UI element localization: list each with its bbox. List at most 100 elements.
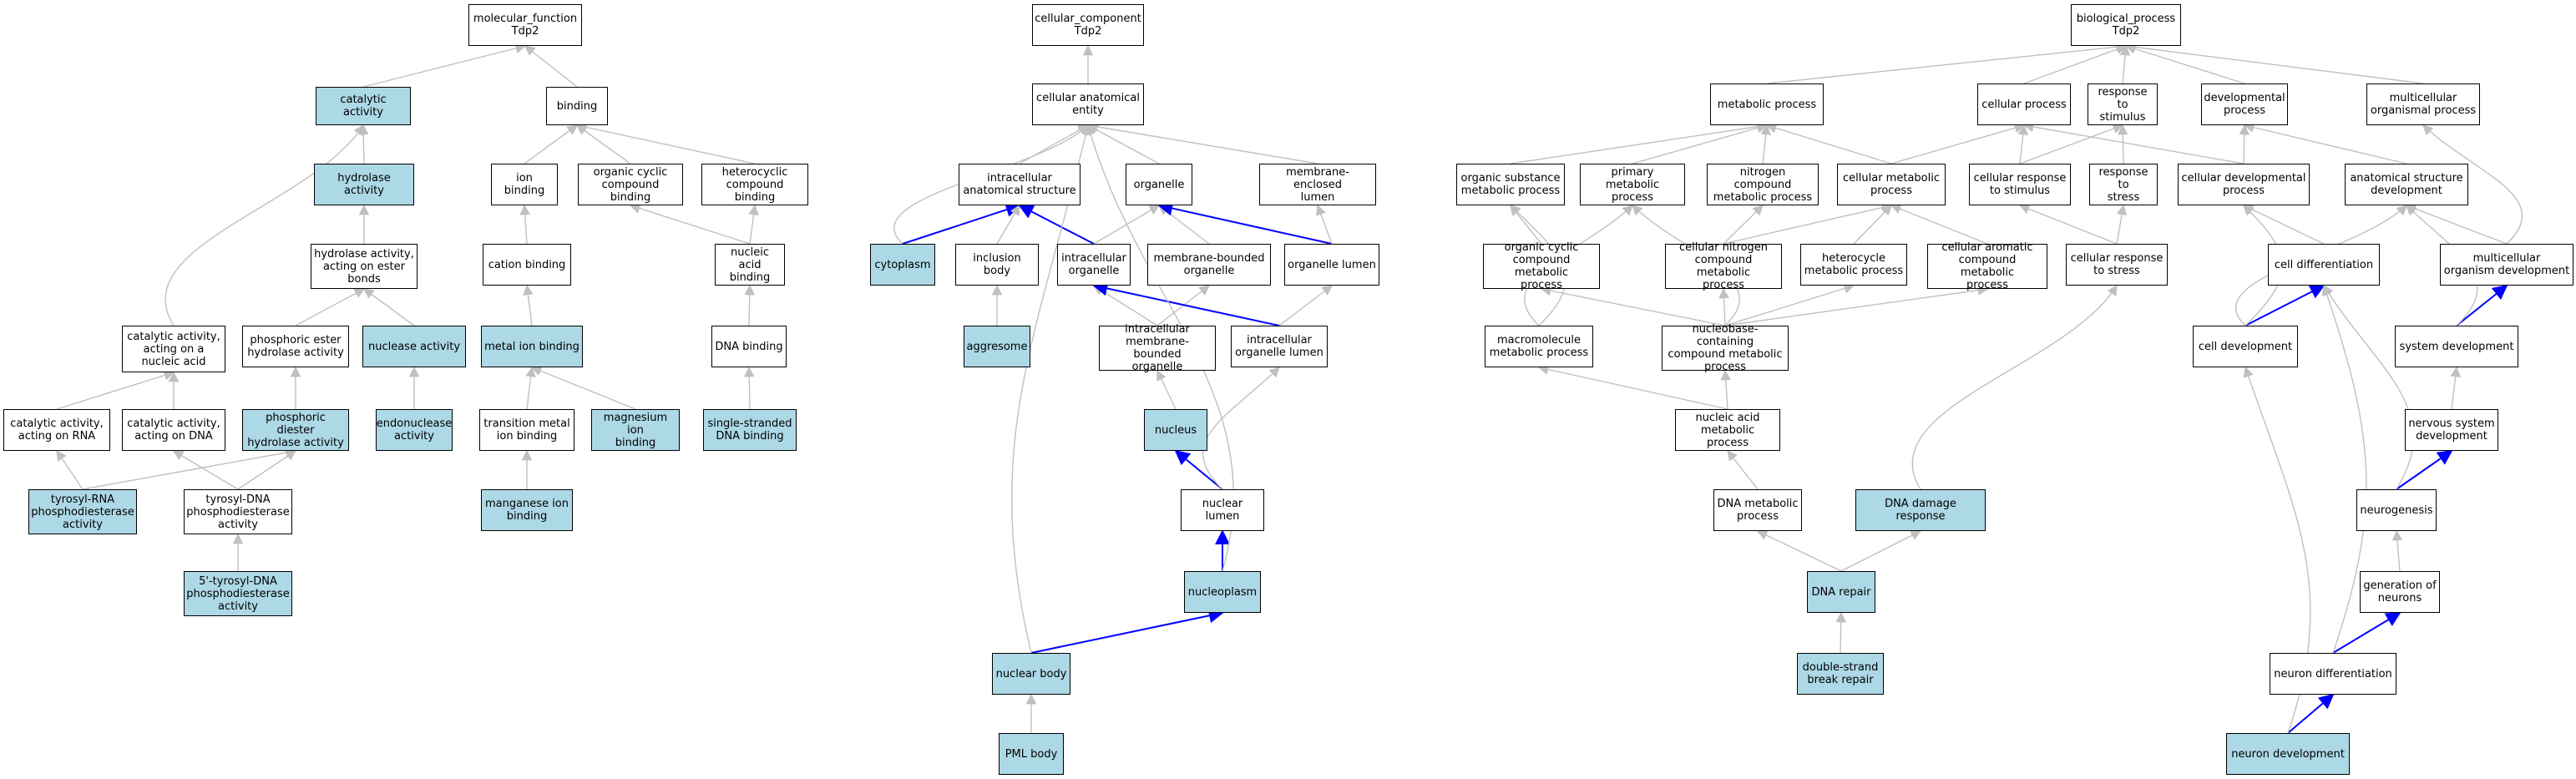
node-ionbinding[interactable]: ion binding [491, 164, 558, 205]
node-nuclumen[interactable]: nuclear lumen [1181, 489, 1264, 531]
node-orgcyclic[interactable]: organic cyclic compound metabolic proces… [1483, 241, 1600, 291]
node-neurondev[interactable]: neuron development [2226, 733, 2350, 775]
edge-ionbinding-to-binding [524, 124, 579, 164]
node-cellmetab[interactable]: cellular metabolic process [1837, 164, 1946, 205]
node-nucbody[interactable]: nuclear body [992, 653, 1070, 695]
node-catalytic[interactable]: catalytic activity [316, 87, 411, 125]
node-multicellular[interactable]: multicellular organismal process [2366, 83, 2480, 125]
node-phosphodiester[interactable]: phosphoric diester hydrolase activity [242, 409, 349, 451]
node-respstim[interactable]: response to stimulus [2088, 83, 2158, 125]
edge-cellnitrogen-to-nitrogen [1723, 205, 1764, 245]
node-cytoplasm[interactable]: cytoplasm [870, 244, 935, 286]
node-inclusion[interactable]: inclusion body [955, 244, 1039, 286]
node-celldev[interactable]: cellular developmental process [2178, 164, 2310, 205]
node-hydrolaseester[interactable]: hydrolase activity, acting on ester bond… [311, 244, 418, 289]
node-neurogenesis[interactable]: neurogenesis [2356, 489, 2437, 531]
node-anatdev[interactable]: anatomical structure development [2345, 164, 2468, 205]
node-ias[interactable]: intracellular anatomical structure [959, 164, 1081, 205]
node-manganese[interactable]: manganese ion binding [481, 489, 573, 531]
node-respstress[interactable]: response to stress [2089, 164, 2158, 205]
node-endonuclease[interactable]: endonuclease activity [376, 409, 453, 451]
edge-dsb-to-dnarepair [1835, 611, 1847, 654]
node-magnesium[interactable]: magnesium ion binding [591, 409, 680, 451]
node-macromol[interactable]: macromolecule metabolic process [1485, 326, 1593, 367]
node-nuclease[interactable]: nuclease activity [362, 326, 466, 367]
node-tyrrna[interactable]: tyrosyl-RNA phosphodiesterase activity [28, 489, 137, 534]
node-dnabinding[interactable]: DNA binding [711, 326, 787, 367]
node-organelle[interactable]: organelle [1126, 164, 1192, 205]
edge-cellresp-to-respstim [2019, 124, 2124, 164]
node-melumen[interactable]: membrane-enclosed lumen [1259, 164, 1376, 205]
node-phosphoricester[interactable]: phosphoric ester hydrolase activity [242, 326, 349, 367]
node-binding[interactable]: binding [546, 87, 608, 125]
edge-nitrogen-to-metabolic [1760, 124, 1772, 164]
node-mborg[interactable]: membrane-bounded organelle [1147, 244, 1271, 286]
node-icorg[interactable]: intracellular organelle [1057, 244, 1131, 286]
node-cellnitrogen[interactable]: cellular nitrogen compound metabolic pro… [1665, 241, 1782, 291]
node-metabolic[interactable]: metabolic process [1710, 83, 1824, 125]
node-tyrdna[interactable]: tyrosyl-DNA phosphodiesterase activity [184, 489, 292, 534]
node-catrna[interactable]: catalytic activity, acting on RNA [3, 409, 110, 451]
node-nucacidmetab[interactable]: nucleic acid metabolic process [1675, 409, 1780, 451]
node-dsb[interactable]: double-strand break repair [1797, 653, 1884, 695]
node-dnarepair[interactable]: DNA repair [1807, 571, 1875, 613]
node-cc[interactable]: cellular_component Tdp2 [1032, 4, 1144, 46]
node-ssdna[interactable]: single-stranded DNA binding [703, 409, 797, 451]
node-heterometab[interactable]: heterocycle metabolic process [1800, 244, 1907, 286]
node-sysdev[interactable]: system development [2395, 326, 2518, 367]
node-cellular[interactable]: cellular process [1977, 83, 2071, 125]
node-aromatic[interactable]: cellular aromatic compound metabolic pro… [1927, 241, 2047, 291]
node-nervous[interactable]: nervous system development [2405, 409, 2498, 451]
node-hydrolase[interactable]: hydrolase activity [314, 164, 414, 205]
node-nucleicacidbind[interactable]: nucleic acid binding [715, 244, 785, 286]
edge-binding-to-mf [524, 45, 578, 88]
node-celldevelopment[interactable]: cell development [2193, 326, 2298, 367]
node-cellresp[interactable]: cellular response to stimulus [1969, 164, 2071, 205]
node-nitrogen[interactable]: nitrogen compound metabolic process [1707, 164, 1819, 205]
edge-nucleobase-to-orgcyclic [1540, 286, 1726, 326]
node-aggresome[interactable]: aggresome [964, 326, 1030, 367]
node-pml[interactable]: PML body [999, 733, 1064, 775]
node-cae[interactable]: cellular anatomical entity [1032, 83, 1144, 125]
edge-nucleicacidbind-to-organiccyclicbind [629, 203, 751, 245]
node-mcorgdev[interactable]: multicellular organism development [2440, 244, 2573, 286]
node-cellrespstress[interactable]: cellular response to stress [2066, 244, 2168, 286]
node-dnadamage[interactable]: DNA damage response [1855, 489, 1986, 531]
node-orglumen[interactable]: organelle lumen [1284, 244, 1379, 286]
node-metalion[interactable]: metal ion binding [481, 326, 583, 367]
node-transitionmetal[interactable]: transition metal ion binding [479, 409, 574, 451]
node-dnametab[interactable]: DNA metabolic process [1713, 489, 1802, 531]
node-neurondiff[interactable]: neuron differentiation [2270, 653, 2396, 695]
node-celldiff[interactable]: cell differentiation [2268, 244, 2380, 286]
node-genneurons[interactable]: generation of neurons [2360, 571, 2440, 613]
edge-catnucleic-to-catalytic [164, 124, 364, 326]
node-heterocyclicbind[interactable]: heterocyclic compound binding [701, 164, 808, 205]
edge-celldiff-to-celldev [2242, 205, 2325, 245]
edge-heterocyclicbind-to-binding [575, 122, 756, 164]
node-organiccyclicbind[interactable]: organic cyclic compound binding [578, 164, 683, 205]
node-icorglumen[interactable]: intracellular organelle lumen [1231, 326, 1328, 367]
node-mf[interactable]: molecular_function Tdp2 [468, 4, 582, 46]
node-catnucleic[interactable]: catalytic activity, acting on a nucleic … [122, 326, 225, 372]
edge-celldev-to-cellular [2022, 121, 2245, 164]
node-tyr5[interactable]: 5'-tyrosyl-DNA phosphodiesterase activit… [184, 571, 292, 616]
edge-melumen-to-cae [1086, 121, 1318, 164]
edge-dnarepair-to-dnadamage [1840, 530, 1922, 572]
node-icmborg[interactable]: intracellular membrane-bounded organelle [1099, 323, 1216, 373]
edge-anatdev-to-developmental [2243, 122, 2407, 164]
node-catdna[interactable]: catalytic activity, acting on DNA [122, 409, 225, 451]
node-cationbinding[interactable]: cation binding [483, 244, 571, 286]
edge-cellrespstress-to-cellresp [2018, 204, 2118, 245]
edge-dnadamage-to-cellrespstress [1911, 284, 2118, 490]
edge-icorg-to-ias [1018, 205, 1095, 245]
node-nucleus[interactable]: nucleus [1144, 409, 1207, 451]
node-orgsubst[interactable]: organic substance metabolic process [1456, 164, 1565, 205]
edge-neurondev-to-neurondiff [2287, 693, 2335, 734]
node-bp[interactable]: biological_process Tdp2 [2071, 4, 2181, 46]
edge-tyrdna-to-catdna [172, 450, 239, 490]
node-nucleobase[interactable]: nucleobase-containing compound metabolic… [1662, 323, 1789, 373]
node-nucleoplasm[interactable]: nucleoplasm [1184, 571, 1261, 613]
node-primary[interactable]: primary metabolic process [1580, 164, 1685, 205]
node-developmental[interactable]: developmental process [2201, 83, 2288, 125]
edge-genneurons-to-neurogenesis [2391, 529, 2403, 572]
